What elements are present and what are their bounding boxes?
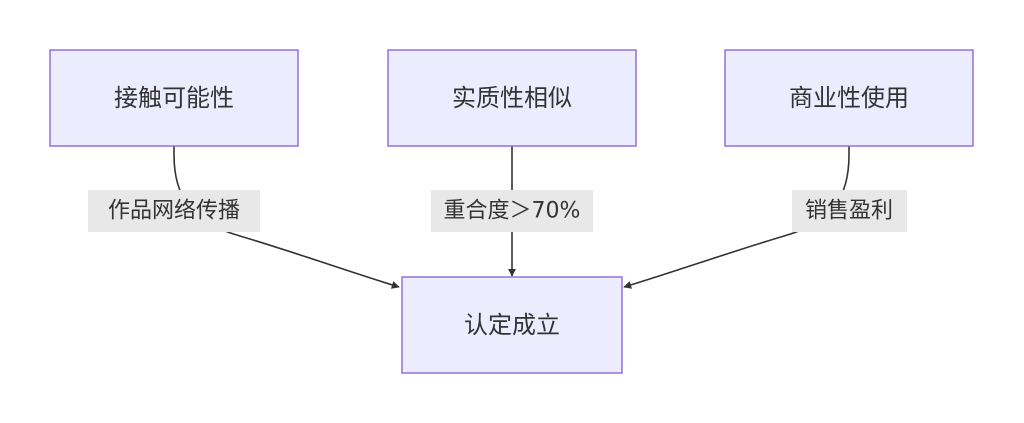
node-similarity[interactable]: 实质性相似	[387, 49, 637, 147]
edge-label-text: 作品网络传播	[108, 199, 240, 224]
node-label: 实质性相似	[452, 84, 572, 112]
node-access[interactable]: 接触可能性	[49, 49, 299, 147]
edge-label-background	[88, 190, 260, 232]
node-box	[401, 276, 623, 374]
edge-label-background	[431, 190, 593, 232]
node-label: 商业性使用	[789, 84, 909, 112]
node-established[interactable]: 认定成立	[401, 276, 623, 374]
node-box	[49, 49, 299, 147]
edge-label-similarity: 重合度＞70%	[431, 190, 593, 232]
edge-labels: 作品网络传播 重合度＞70% 销售盈利	[88, 190, 907, 232]
edge-label-text: 销售盈利	[805, 199, 893, 224]
nodes: 接触可能性 实质性相似 商业性使用 认定成立	[49, 49, 974, 374]
node-box	[724, 49, 974, 147]
edge-access-to-established	[173, 146, 400, 289]
edge-label-commercial: 销售盈利	[792, 190, 907, 232]
edge-label-access: 作品网络传播	[88, 190, 260, 232]
node-box	[387, 49, 637, 147]
node-label: 接触可能性	[114, 84, 234, 112]
node-label: 认定成立	[464, 311, 560, 339]
edge-label-background	[792, 190, 907, 232]
node-commercial[interactable]: 商业性使用	[724, 49, 974, 147]
edge-commercial-to-established	[623, 146, 850, 289]
edge-label-text: 重合度＞70%	[444, 199, 581, 224]
